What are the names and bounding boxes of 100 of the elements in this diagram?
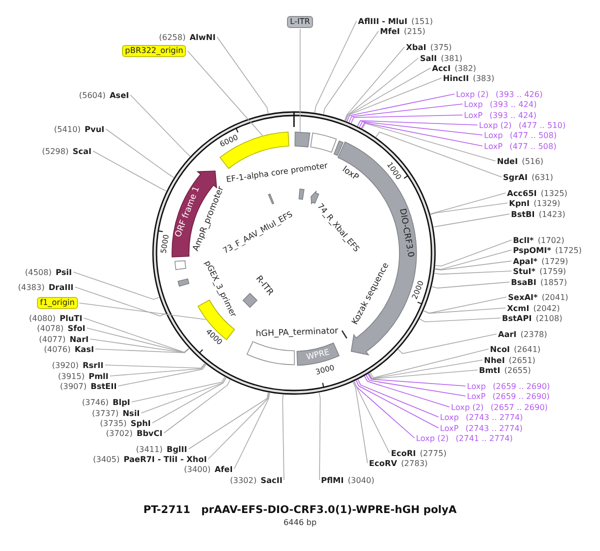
enzyme-name: BstBI: [511, 210, 535, 218]
enzyme-name: SalI: [420, 54, 437, 62]
enzyme-name: SgrAI: [503, 172, 528, 182]
enzyme-name: SacII: [260, 476, 282, 484]
site-range: (2741 .. 2774): [456, 434, 513, 442]
enzyme-name: BstAPI: [502, 314, 532, 322]
enzyme-name: PvuI: [84, 124, 104, 134]
leader-line: [83, 318, 190, 353]
leader-line: [364, 375, 450, 408]
feature-name: Loxp (2): [456, 90, 489, 98]
site-position: (4078): [37, 324, 64, 332]
feature-name: LoxP: [464, 110, 483, 120]
site-position: (4383): [18, 282, 45, 292]
enzyme-name: MfeI: [380, 26, 400, 36]
site-position: (2641): [514, 344, 541, 354]
site-range: (477 .. 508): [510, 130, 557, 140]
leader-line: [354, 380, 415, 438]
leader-line: [131, 376, 226, 402]
site-position: (4076): [44, 344, 71, 354]
leader-line: [345, 68, 431, 122]
leader-line: [398, 334, 497, 354]
enzyme-name: BmtI: [479, 366, 500, 374]
enzyme-name: BstEII: [90, 382, 117, 390]
leader-line: [422, 296, 507, 314]
enzyme-name: PmlI: [88, 372, 109, 380]
leader-line: [216, 36, 269, 114]
leader-line: [368, 370, 478, 380]
enzyme-name: PsiI: [56, 268, 72, 276]
map-title: PT-2711 prAAV-EFS-DIO-CRF3.0(1)-WPRE-hGH polyA: [143, 504, 457, 516]
leader-line: [434, 250, 512, 270]
enzyme-name: ScaI: [72, 146, 92, 156]
site-position: (5298): [42, 146, 69, 156]
site-position: (2378): [520, 330, 548, 338]
enzyme-name: RsrII: [82, 360, 104, 370]
leader-line: [188, 392, 269, 450]
enzyme-name: PspOMI*: [513, 246, 552, 254]
enzyme-name: KasI: [74, 344, 94, 354]
leader-line: [78, 302, 206, 320]
enzyme-name: BclI*: [513, 236, 534, 244]
site-position: (2108): [536, 314, 562, 322]
feature-name: Loxp (2): [479, 120, 512, 130]
leader-line: [345, 58, 419, 122]
site-range: (393 .. 424): [490, 110, 536, 120]
site-position: (1325): [540, 188, 568, 198]
leader-line: [314, 20, 357, 114]
site-position: (1857): [540, 278, 567, 286]
site-position: (3915): [58, 372, 85, 380]
leader-line: [95, 348, 190, 354]
site-position: (1329): [534, 198, 560, 208]
leader-line: [90, 338, 190, 354]
enzyme-name: BbvCI: [136, 428, 162, 438]
site-position: (5410): [54, 124, 81, 134]
leader-line: [92, 150, 167, 192]
enzyme-name: NarI: [70, 334, 89, 344]
site-position: (1423): [538, 210, 566, 218]
site-position: (1759): [539, 266, 566, 276]
leader-line: [368, 373, 466, 386]
leader-line: [357, 379, 439, 418]
site-range: (2659 .. 2690): [492, 382, 550, 390]
leader-line: [74, 286, 166, 316]
leader-line: [72, 272, 160, 300]
enzyme-name: PluTI: [60, 314, 82, 322]
leader-line: [434, 240, 512, 266]
leader-line: [348, 104, 463, 123]
site-range: (393 .. 426): [496, 90, 543, 98]
site-position: (5604): [79, 90, 106, 100]
leader-line: [356, 380, 439, 428]
site-position: (1729): [541, 256, 568, 266]
leader-line: [164, 379, 231, 434]
site-position: (381): [440, 54, 462, 62]
plasmid-size: 6446 bp: [283, 519, 317, 527]
enzyme-name: SfoI: [68, 324, 86, 332]
enzyme-name: SexAI*: [508, 292, 538, 302]
leader-line: [434, 260, 512, 270]
site-position: (3302): [230, 476, 257, 484]
site-position: (4508): [25, 268, 52, 276]
site-position: (3400): [184, 464, 211, 474]
site-position: (383): [472, 74, 494, 82]
leader-line: [375, 132, 502, 178]
site-position: (516): [522, 156, 544, 166]
leader-line: [422, 308, 506, 314]
enzyme-name: DraIII: [48, 282, 74, 292]
enzyme-name: NheI: [484, 356, 505, 364]
feature-label: hGH_PA_terminator: [255, 327, 338, 339]
site-range: (2659 .. 2690): [492, 392, 550, 400]
leader-line: [358, 121, 483, 136]
site-position: (3735): [100, 418, 127, 428]
enzyme-name: BglII: [166, 444, 188, 454]
site-position: (3920): [52, 360, 79, 370]
leader-line: [345, 78, 442, 122]
site-position: (2651): [508, 356, 536, 364]
site-position: (3737): [92, 408, 119, 418]
leader-line: [105, 128, 174, 178]
leader-line: [350, 114, 463, 124]
enzyme-name: KpnI: [509, 198, 530, 208]
leader-line: [344, 46, 405, 122]
enzyme-name: StuI*: [513, 266, 536, 276]
leader-line: [234, 392, 270, 470]
leader-line: [368, 360, 483, 380]
site-position: (631): [532, 172, 554, 182]
